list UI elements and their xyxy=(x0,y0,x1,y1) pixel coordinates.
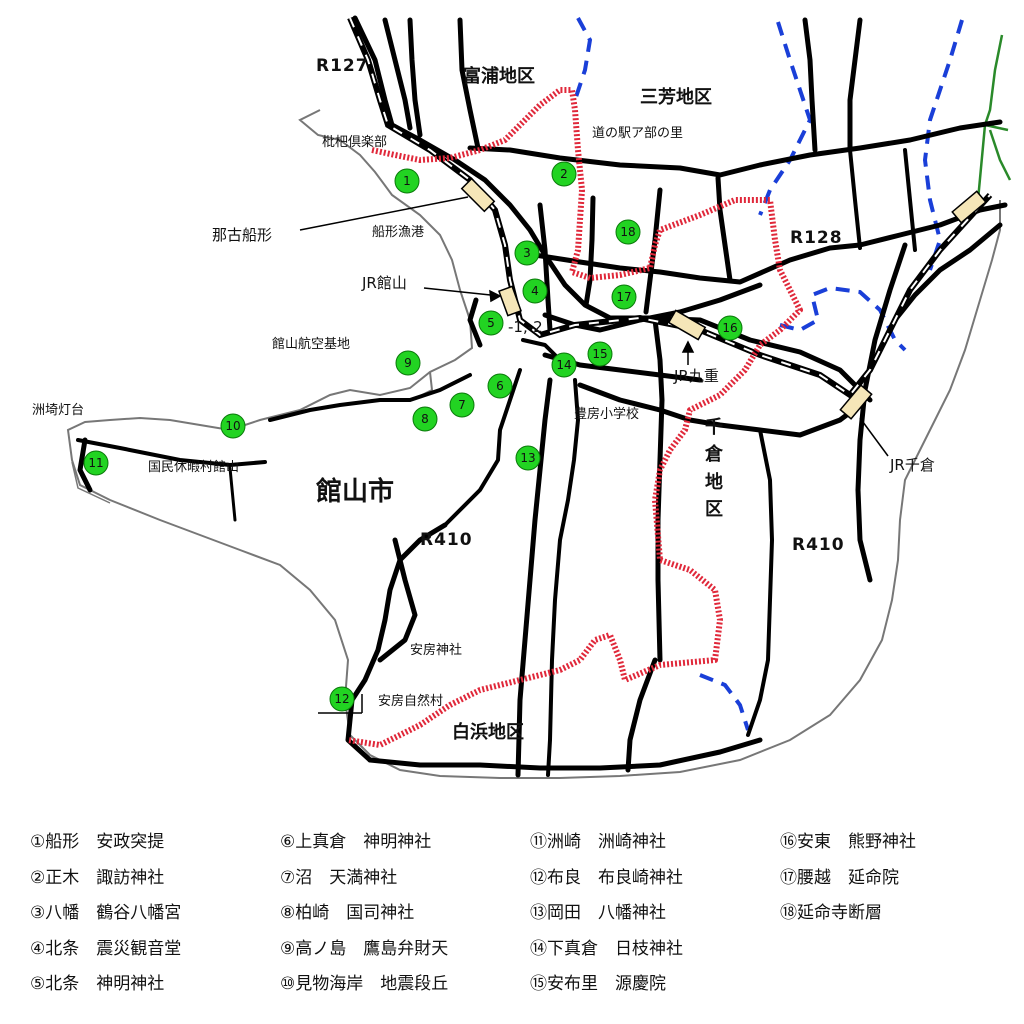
marker-number: 9 xyxy=(404,356,412,370)
marker-number: 13 xyxy=(520,451,535,465)
label-jr-kokonoe: JR九重 xyxy=(673,367,719,385)
label-nakofunagata: 那古船形 xyxy=(212,226,272,244)
label-awa-shizen: 安房自然村 xyxy=(378,693,443,709)
marker-number: 1 xyxy=(403,174,411,188)
marker-12 xyxy=(329,686,355,712)
legend-column-4: ⑯安東 熊野神社 ⑰腰越 延命院 ⑱延命寺断層 xyxy=(780,828,1024,935)
marker-number: 3 xyxy=(523,246,531,260)
legend-item: ⑪洲崎 洲崎神社 xyxy=(530,832,666,852)
label-toyofusa-school: 豊房小学校 xyxy=(574,406,639,422)
marker-number: 11 xyxy=(88,456,103,470)
label-kyukamura: 国民休暇村館山 xyxy=(148,460,239,475)
marker-10 xyxy=(220,413,246,439)
marker-number: 17 xyxy=(616,290,631,304)
marker-number: 16 xyxy=(722,321,737,335)
station-kokonoe xyxy=(667,309,707,341)
legend-item: ③八幡 鶴谷八幡宮 xyxy=(30,903,182,923)
pointer-lines xyxy=(299,196,889,714)
label-marker-pair: -1,-2 xyxy=(508,318,543,336)
marker-11 xyxy=(83,450,109,476)
label-airbase: 館山航空基地 xyxy=(272,336,350,352)
marker-number: 6 xyxy=(496,379,504,393)
label-tomiura: 富浦地区 xyxy=(463,65,535,87)
marker-5 xyxy=(478,310,504,336)
green-line xyxy=(976,34,1012,201)
marker-number: 4 xyxy=(531,284,539,298)
station-east xyxy=(951,190,987,224)
legend-item: ⑦沼 天満神社 xyxy=(280,867,398,888)
legend-item: ⑥上真倉 神明神社 xyxy=(280,832,432,852)
label-city: 館山市 xyxy=(316,476,394,507)
label-r410-a: R410 xyxy=(420,530,473,550)
label-awa-shrine: 安房神社 xyxy=(410,642,462,658)
station-nakofunagata xyxy=(460,177,496,213)
marker-number: 5 xyxy=(487,316,495,330)
label-shirahama: 白浜地区 xyxy=(452,721,524,743)
legend-item: ⑯安東 熊野神社 xyxy=(780,832,916,852)
label-r127: R127 xyxy=(316,56,369,76)
marker-15 xyxy=(587,341,613,367)
marker-2 xyxy=(551,161,577,187)
marker-8 xyxy=(412,406,438,432)
label-funagata-port: 船形漁港 xyxy=(372,225,424,240)
marker-18 xyxy=(615,219,641,245)
map-labels: R127 富浦地区 三芳地区 道の駅ア部の里 枇杷倶楽部 那古船形 船形漁港 R… xyxy=(32,56,935,743)
label-chikura-3: 地 xyxy=(705,471,723,493)
marker-9 xyxy=(395,350,421,376)
legend-item: ⑨高ノ島 鷹島弁財天 xyxy=(280,938,449,959)
marker-number: 15 xyxy=(592,347,607,361)
label-chikura-2: 倉 xyxy=(704,443,724,465)
legend-item: ⑬岡田 八幡神社 xyxy=(530,903,666,923)
marker-17 xyxy=(611,284,637,310)
label-michinoeki: 道の駅ア部の里 xyxy=(592,126,683,141)
roads xyxy=(76,15,1008,778)
legend-item: ⑮安布里 源慶院 xyxy=(530,974,666,994)
label-chikura-1: 千 xyxy=(705,417,723,438)
marker-number: 7 xyxy=(458,398,466,412)
label-jr-chikura: JR千倉 xyxy=(889,456,935,474)
map: R127 富浦地区 三芳地区 道の駅ア部の里 枇杷倶楽部 那古船形 船形漁港 R… xyxy=(32,15,1012,779)
marker-6 xyxy=(487,373,513,399)
label-r128: R128 xyxy=(790,228,843,248)
marker-7 xyxy=(449,392,475,418)
label-miyoshi: 三芳地区 xyxy=(640,86,712,108)
marker-number: 18 xyxy=(620,225,635,239)
route-line xyxy=(347,87,803,748)
marker-number: 12 xyxy=(334,692,349,706)
marker-4 xyxy=(522,278,548,304)
legend-item: ④北条 震災観音堂 xyxy=(30,938,182,959)
marker-number: 8 xyxy=(421,412,429,426)
label-jr-tateyama: JR館山 xyxy=(361,274,407,292)
legend-item: ⑱延命寺断層 xyxy=(780,903,882,923)
marker-1 xyxy=(394,168,420,194)
legend-item: ⑤北条 神明神社 xyxy=(30,974,165,994)
station-chikura xyxy=(839,384,873,420)
marker-3 xyxy=(514,240,540,266)
legend-item: ⑩見物海岸 地震段丘 xyxy=(280,974,449,994)
marker-number: 10 xyxy=(225,419,240,433)
label-lighthouse: 洲埼灯台 xyxy=(32,403,84,418)
marker-number: 14 xyxy=(556,358,571,372)
label-chikura-4: 区 xyxy=(705,499,723,520)
stations xyxy=(460,177,987,420)
legend-item: ⑫布良 布良崎神社 xyxy=(530,867,683,888)
label-biwa: 枇杷倶楽部 xyxy=(322,134,387,150)
marker-13 xyxy=(515,445,541,471)
legend-column-2: ⑥上真倉 神明神社 ⑦沼 天満神社 ⑧柏崎 国司神社 ⑨高ノ島 鷹島弁財天 ⑩見… xyxy=(280,828,530,1006)
legend-item: ⑧柏崎 国司神社 xyxy=(280,903,415,923)
legend-item: ①船形 安政突提 xyxy=(30,832,165,852)
legend-item: ⑰腰越 延命院 xyxy=(780,867,899,888)
legend-column-1: ①船形 安政突提 ②正木 諏訪神社 ③八幡 鶴谷八幡宮 ④北条 震災観音堂 ⑤北… xyxy=(30,828,280,1006)
marker-16 xyxy=(717,315,743,341)
marker-number: 2 xyxy=(560,167,568,181)
legend-item: ②正木 諏訪神社 xyxy=(30,867,165,888)
station-tateyama xyxy=(498,285,522,317)
legend: ①船形 安政突提 ②正木 諏訪神社 ③八幡 鶴谷八幡宮 ④北条 震災観音堂 ⑤北… xyxy=(30,828,1010,1008)
legend-column-3: ⑪洲崎 洲崎神社 ⑫布良 布良崎神社 ⑬岡田 八幡神社 ⑭下真倉 日枝神社 ⑮安… xyxy=(530,828,780,1006)
label-r410-b: R410 xyxy=(792,535,845,555)
marker-14 xyxy=(551,352,577,378)
legend-item: ⑭下真倉 日枝神社 xyxy=(530,938,683,959)
railway xyxy=(347,16,993,400)
